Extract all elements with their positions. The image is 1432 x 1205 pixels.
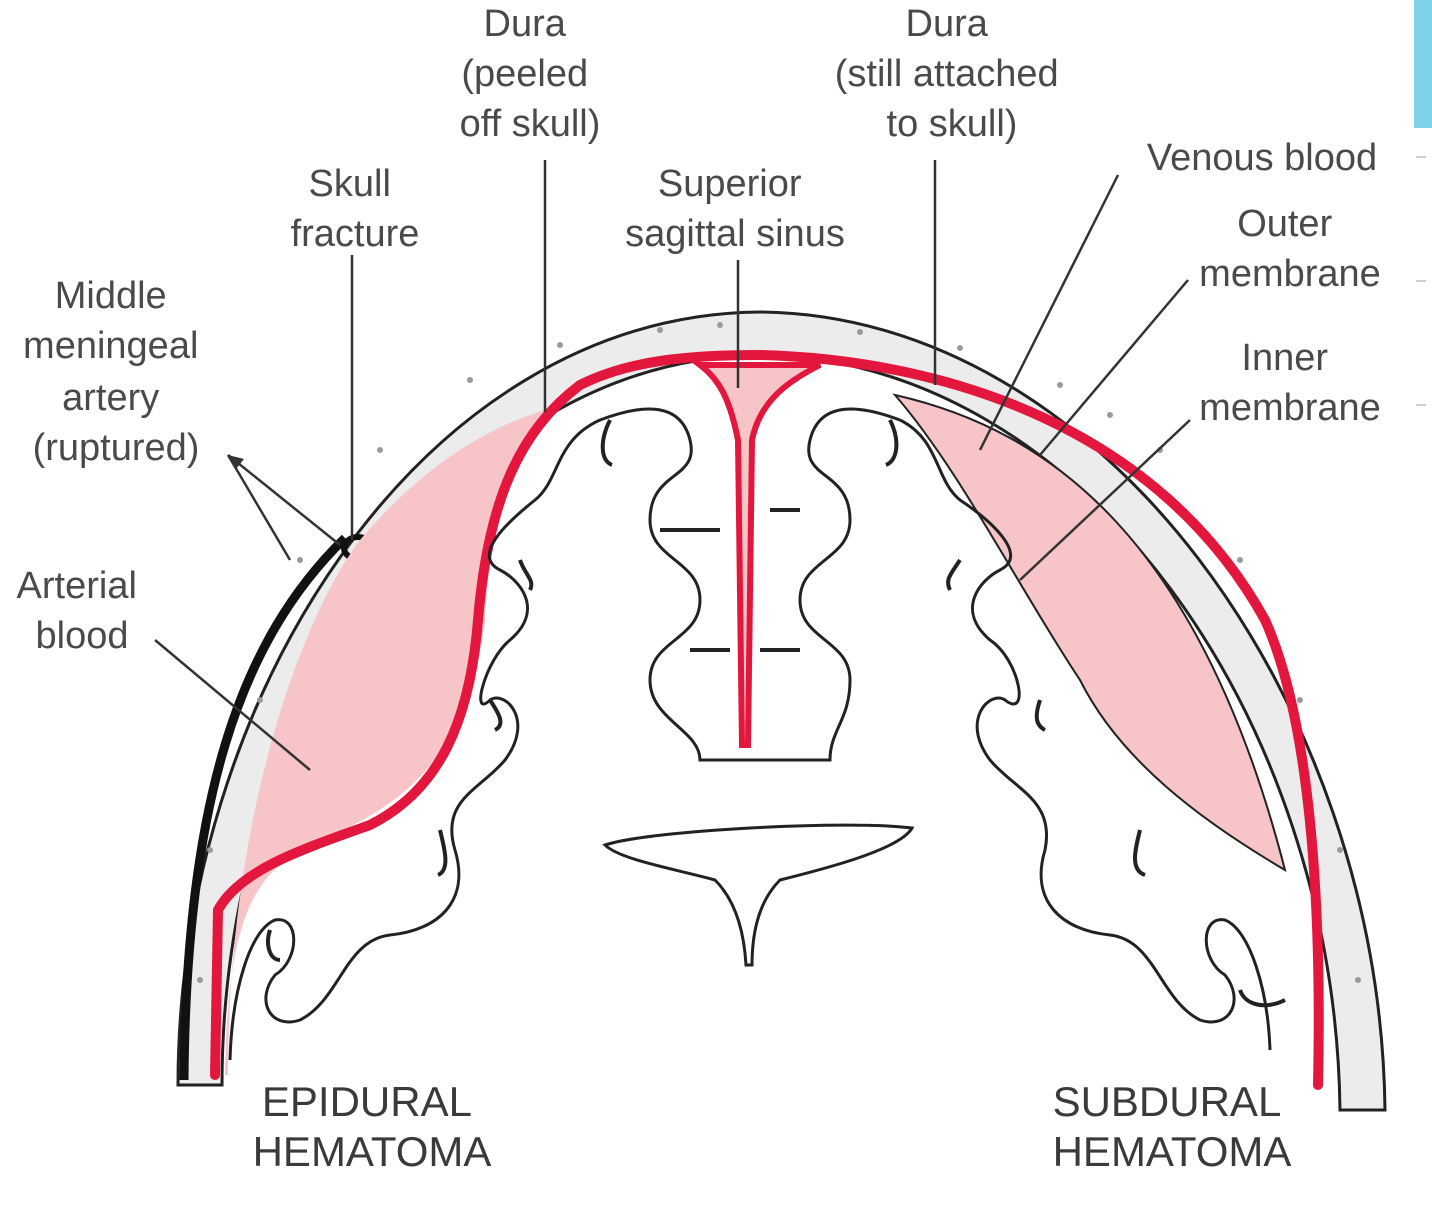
arrowhead: [228, 455, 244, 469]
ventricle: [602, 823, 915, 967]
sulci: [266, 419, 1286, 1008]
leader-lines: [154, 160, 1191, 771]
label-epidural-hematoma: EPIDURAL HEMATOMA: [253, 1078, 492, 1175]
label-middle-meningeal-artery: Middle meningeal artery (ruptured): [23, 275, 209, 469]
subdural-hematoma: [892, 393, 1287, 873]
superior-sagittal-sinus: [691, 362, 822, 748]
edge-tick: [1416, 156, 1426, 158]
edge-color-strip: [1414, 0, 1432, 128]
label-superior-sagittal-sinus: Superior sagittal sinus: [625, 163, 845, 255]
brain-outline-left: [228, 407, 901, 1061]
label-subdural-hematoma: SUBDURAL HEMATOMA: [1053, 1078, 1292, 1175]
label-dura-attached: Dura (still attached to skull): [835, 3, 1069, 145]
edge-tick: [1416, 404, 1426, 406]
epidural-hematoma: [225, 410, 545, 1075]
edge-tick: [1416, 280, 1426, 282]
label-venous-blood: Venous blood: [1147, 137, 1377, 179]
dura-left: [210, 350, 765, 1080]
middle-meningeal-artery: [179, 534, 349, 1081]
brain-outline-right: [899, 418, 1272, 1051]
dura-right: [755, 350, 1324, 1090]
label-inner-membrane: Inner membrane: [1199, 337, 1381, 429]
label-dura-peeled: Dura (peeled off skull): [460, 3, 601, 145]
label-outer-membrane: Outer membrane: [1199, 203, 1381, 295]
label-arterial-blood: Arterial blood: [17, 565, 148, 657]
bone-speckle: [197, 322, 1361, 983]
label-skull-fracture: Skull fracture: [291, 163, 420, 255]
